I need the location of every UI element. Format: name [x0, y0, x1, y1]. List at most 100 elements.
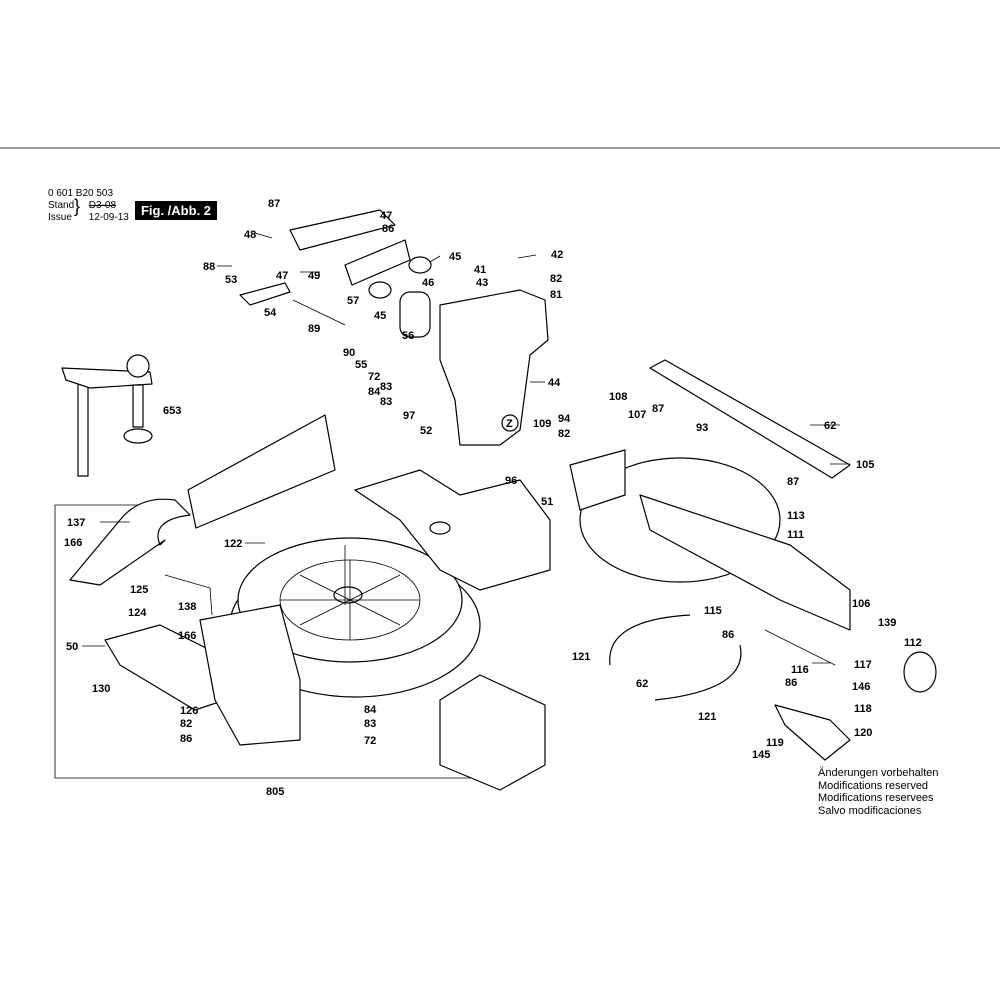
callout-653: 653	[163, 405, 181, 417]
callout-145: 145	[752, 749, 770, 761]
callout-113: 113	[787, 510, 805, 522]
callout-139: 139	[878, 617, 896, 629]
z-marker	[501, 414, 519, 432]
z-marker-label: Z	[506, 418, 513, 430]
right-table-shape	[569, 449, 851, 631]
rear-base-casting	[354, 469, 551, 591]
callout-94: 94	[558, 413, 571, 425]
lever-120	[774, 704, 851, 761]
callout-55: 55	[355, 359, 367, 371]
callout-82: 82	[550, 273, 562, 285]
callout-90: 90	[343, 347, 355, 359]
callout-84: 84	[368, 386, 381, 398]
callout-88: 88	[203, 261, 215, 273]
part-45-ring-b	[368, 281, 392, 299]
callout-118: 118	[854, 703, 872, 715]
callout-120: 120	[854, 727, 872, 739]
issue-line: Issue 12-09-13	[48, 212, 129, 224]
callout-54: 54	[264, 307, 277, 319]
callout-89: 89	[308, 323, 320, 335]
callout-62: 62	[636, 678, 648, 690]
callout-42: 42	[551, 249, 563, 261]
callout-97: 97	[403, 410, 415, 422]
left-fence	[69, 498, 191, 586]
callout-86: 86	[722, 629, 734, 641]
callout-45: 45	[374, 310, 386, 322]
stand-line: Stand} D3-08	[48, 196, 129, 216]
figure-badge: Fig. /Abb. 2	[135, 201, 217, 220]
callout-146: 146	[852, 681, 870, 693]
base-front-casting	[199, 604, 301, 746]
callout-45: 45	[449, 251, 461, 263]
notice-line: Salvo modificaciones	[818, 804, 922, 817]
callout-43: 43	[476, 277, 488, 289]
upper-bracket-casting	[439, 289, 549, 446]
callout-106: 106	[852, 598, 870, 610]
callout-47: 47	[276, 270, 288, 282]
document-header: 0 601 B20 503 Stand} D3-08 Issue 12-09-1…	[48, 188, 129, 224]
callout-49: 49	[308, 270, 320, 282]
support-bracket	[439, 674, 546, 791]
callout-51: 51	[541, 496, 553, 508]
callout-105: 105	[856, 459, 874, 471]
callout-137: 137	[67, 517, 85, 529]
callout-87: 87	[268, 198, 280, 210]
part-45-ring-a	[408, 256, 432, 274]
callout-41: 41	[474, 264, 486, 276]
callout-107: 107	[628, 409, 646, 421]
callout-46: 46	[422, 277, 434, 289]
callout-805: 805	[266, 786, 284, 798]
callout-112: 112	[904, 637, 922, 649]
callout-125: 125	[130, 584, 148, 596]
callout-50: 50	[66, 641, 78, 653]
callout-72: 72	[368, 371, 380, 383]
brace-icon: }	[74, 196, 81, 216]
callout-117: 117	[854, 659, 872, 671]
callout-83: 83	[380, 381, 392, 393]
part-number: 0 601 B20 503	[48, 188, 114, 199]
notice-line: Modifications reservees	[818, 792, 934, 804]
callout-84: 84	[364, 704, 377, 716]
callout-87: 87	[652, 403, 664, 415]
handle-54	[239, 282, 291, 306]
callout-82: 82	[180, 718, 192, 730]
hex-key	[164, 574, 213, 616]
knob-112	[903, 651, 937, 693]
callout-81: 81	[550, 289, 562, 301]
callout-86: 86	[785, 677, 797, 689]
callout-116: 116	[791, 664, 809, 676]
callout-56: 56	[402, 330, 414, 342]
callout-96: 96	[505, 475, 517, 487]
callout-48: 48	[244, 229, 256, 241]
callout-72: 72	[364, 735, 376, 747]
fence-ruler	[187, 414, 336, 529]
bolt-89	[292, 299, 346, 326]
stand-label: Stand	[48, 200, 75, 211]
notice-line: Modifications reserved	[818, 779, 929, 792]
callout-166: 166	[64, 537, 82, 549]
callout-44: 44	[548, 377, 561, 389]
callout-83: 83	[380, 396, 392, 408]
part-49-block	[289, 209, 396, 251]
stand-value: D3-08	[88, 200, 117, 211]
callout-138: 138	[178, 601, 196, 613]
callout-119: 119	[766, 737, 784, 749]
callout-124: 124	[128, 607, 147, 619]
notice-line: Änderungen vorbehalten	[818, 767, 939, 779]
callout-115: 115	[704, 605, 722, 617]
callout-83: 83	[364, 718, 376, 730]
issue-label: Issue	[48, 212, 72, 223]
callout-82: 82	[558, 428, 570, 440]
callout-57: 57	[347, 295, 359, 307]
callout-109: 109	[533, 418, 551, 430]
leader-lines	[82, 232, 850, 664]
callout-86: 86	[382, 223, 394, 235]
callout-86: 86	[180, 733, 192, 745]
callout-126: 126	[180, 705, 198, 717]
callout-130: 130	[92, 683, 110, 695]
clamp-653-shape	[61, 354, 153, 477]
rail-105	[649, 359, 851, 479]
modification-notice: Änderungen vorbehalten Modifications res…	[818, 767, 938, 817]
